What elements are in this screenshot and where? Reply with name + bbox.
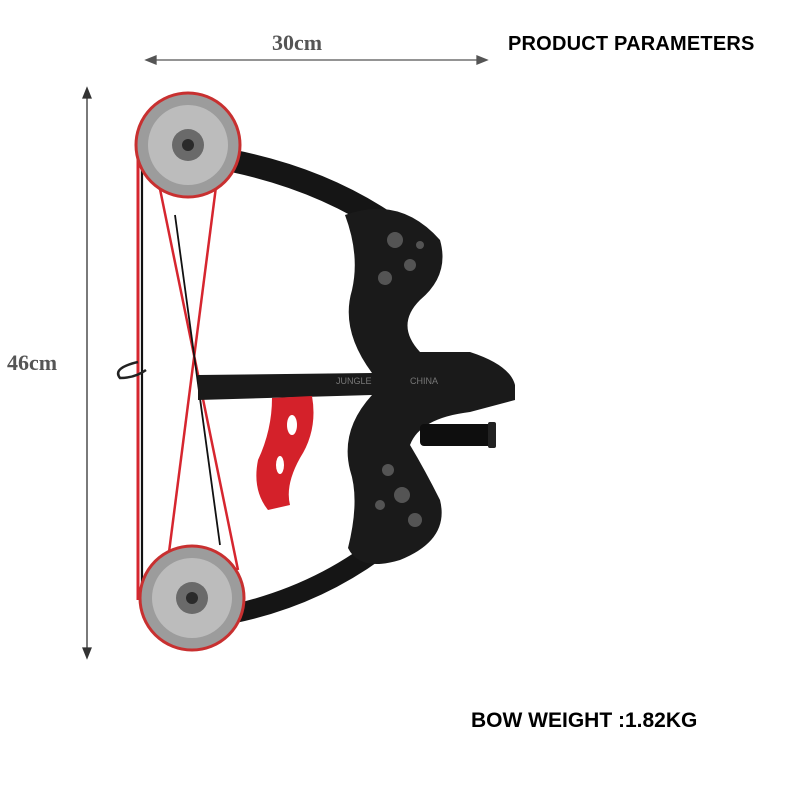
bow-weight-label: BOW WEIGHT :1.82KG (471, 709, 698, 732)
width-dimension-line (144, 55, 489, 65)
height-dimension-label: 46cm (7, 350, 58, 375)
width-dimension-label: 30cm (272, 30, 323, 55)
lower-cam (138, 544, 246, 652)
red-grip (256, 396, 314, 510)
country-engraving: CHINA (410, 376, 438, 386)
upper-cam (134, 91, 242, 199)
flashlight-attachment (420, 422, 496, 448)
brand-engraving: JUNGLE (336, 376, 372, 386)
page-heading: PRODUCT PARAMETERS (508, 33, 755, 55)
height-dimension-line (82, 86, 92, 660)
bow-riser: JUNGLE CHINA (198, 208, 515, 564)
bow-strings (136, 139, 240, 600)
string-nock-loop (116, 360, 147, 380)
grip-cutouts (276, 415, 297, 474)
